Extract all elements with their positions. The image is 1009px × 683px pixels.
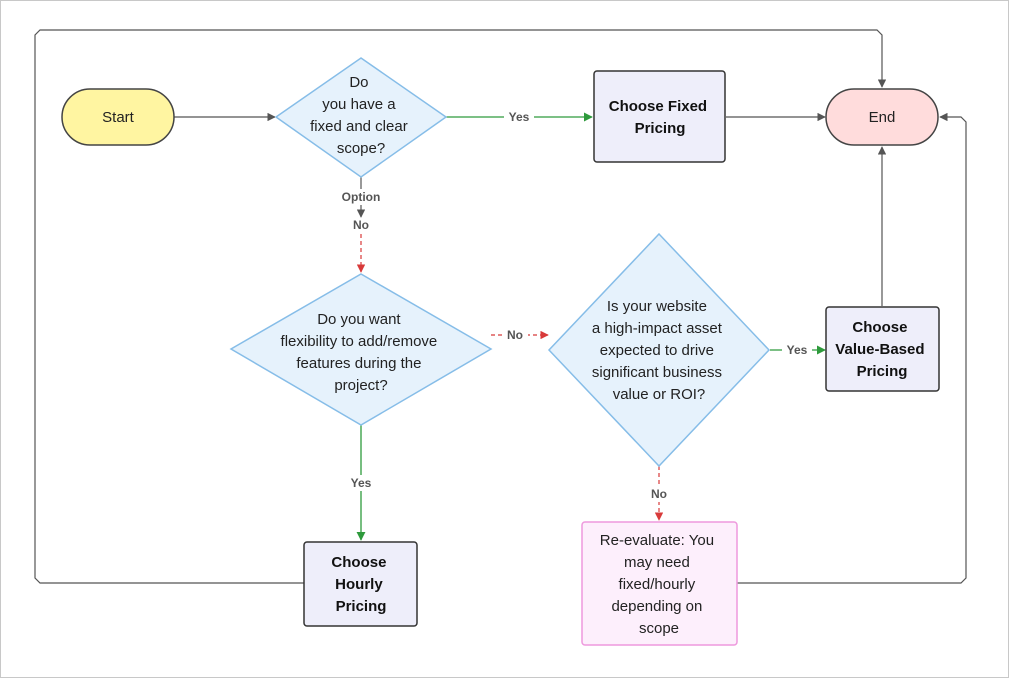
process-hourly-pricing: Choose Hourly Pricing bbox=[303, 541, 418, 627]
end-node: End bbox=[825, 88, 939, 146]
edge-label-scope-no: No bbox=[353, 218, 369, 232]
edge-label-scope-yes: Yes bbox=[509, 110, 530, 124]
start-node-label: Start bbox=[102, 109, 135, 126]
process-hourly-pricing-label: Choose Hourly Pricing bbox=[331, 554, 390, 615]
process-re-evaluate: Re-evaluate: You may need fixed/hourly d… bbox=[581, 521, 738, 646]
decision-fixed-scope: Do you have a fixed and clear scope? bbox=[274, 57, 448, 178]
decision-high-impact-label: Is your website a high-impact asset expe… bbox=[592, 298, 726, 403]
process-value-based-pricing: Choose Value-Based Pricing bbox=[825, 306, 940, 392]
decision-flexibility-label: Do you want flexibility to add/remove fe… bbox=[281, 311, 442, 394]
edge-label-value-yes: Yes bbox=[787, 343, 808, 357]
edge-label-flex-no: No bbox=[507, 328, 523, 342]
decision-high-impact: Is your website a high-impact asset expe… bbox=[547, 232, 771, 468]
decision-fixed-scope-label: Do you have a fixed and clear scope? bbox=[310, 74, 412, 157]
edge-label-scope-option: Option bbox=[342, 190, 381, 204]
process-fixed-pricing-label: Choose Fixed Pricing bbox=[609, 98, 712, 137]
start-node: Start bbox=[61, 88, 175, 146]
process-fixed-pricing: Choose Fixed Pricing bbox=[593, 70, 726, 163]
process-value-based-pricing-label: Choose Value-Based Pricing bbox=[835, 319, 928, 380]
edge-label-value-no: No bbox=[651, 487, 667, 501]
end-node-label: End bbox=[869, 109, 896, 126]
decision-flexibility: Do you want flexibility to add/remove fe… bbox=[229, 273, 493, 426]
edge-reeval-to-end bbox=[737, 112, 967, 584]
edge-hourly-to-end bbox=[34, 29, 887, 584]
process-re-evaluate-label: Re-evaluate: You may need fixed/hourly d… bbox=[600, 532, 718, 637]
edge-label-flex-yes: Yes bbox=[351, 476, 372, 490]
